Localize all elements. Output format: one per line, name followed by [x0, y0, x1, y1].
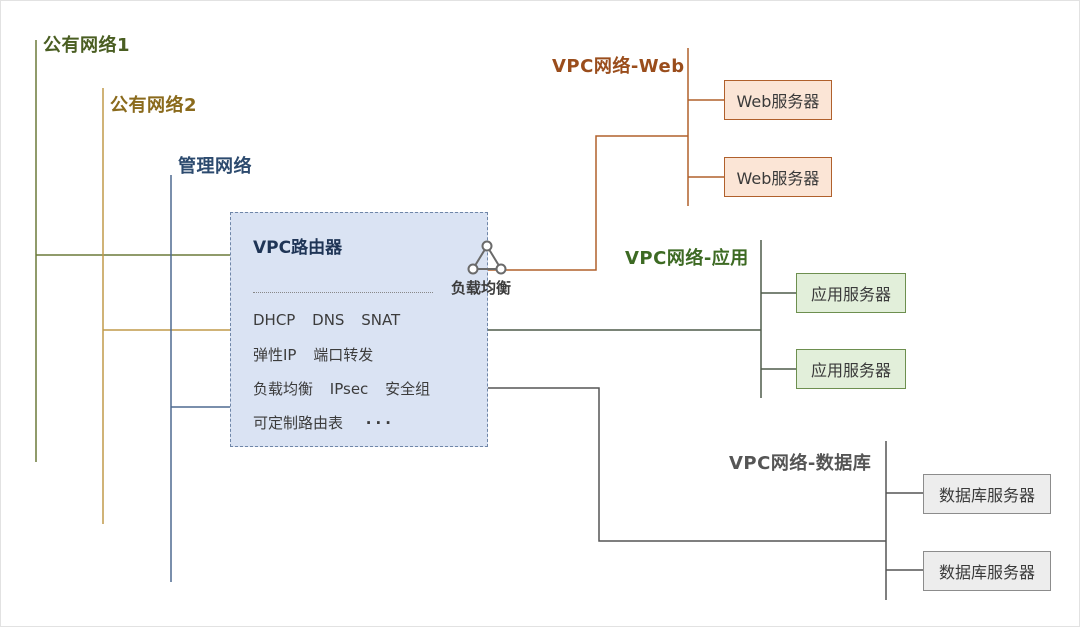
feature-ipsec: IPsec: [329, 380, 369, 398]
management-network-label: 管理网络: [178, 156, 252, 177]
feature-port-forwarding: 端口转发: [313, 346, 374, 364]
feature-load-balancing: 负载均衡: [253, 380, 314, 398]
app-server-1: 应用服务器: [796, 273, 906, 313]
router-features-row-2: 弹性IP 端口转发: [253, 344, 385, 365]
vpc-router-box: VPC路由器 DHCP DNS SNAT 弹性IP 端口转发 负载均衡 IPse…: [230, 212, 488, 447]
feature-dns: DNS: [312, 311, 345, 329]
router-features-row-1: DHCP DNS SNAT: [253, 311, 412, 329]
web-server-1: Web服务器: [724, 80, 832, 120]
feature-security-group: 安全组: [385, 380, 431, 398]
vpc-app-network-label: VPC网络-应用: [625, 248, 749, 269]
db-server-1: 数据库服务器: [923, 474, 1051, 514]
vpc-router-title: VPC路由器: [253, 238, 343, 258]
feature-snat: SNAT: [361, 311, 401, 329]
vpc-web-network-label: VPC网络-Web: [552, 56, 685, 77]
db-network-link: [488, 387, 886, 542]
web-network-link: [488, 135, 688, 271]
web-server-2: Web服务器: [724, 157, 832, 197]
db-server-2: 数据库服务器: [923, 551, 1051, 591]
public-network-1-label: 公有网络1: [43, 35, 131, 56]
feature-dhcp: DHCP: [253, 311, 296, 329]
feature-elastic-ip: 弹性IP: [253, 346, 297, 364]
vpc-router-separator: [253, 292, 433, 293]
public-network-2-label: 公有网络2: [110, 95, 198, 116]
router-features-row-4: 可定制路由表 ···: [253, 412, 407, 433]
vpc-db-network-label: VPC网络-数据库: [729, 453, 872, 474]
load-balancer-triangle-icon: [467, 240, 507, 275]
feature-custom-route-table: 可定制路由表: [253, 414, 344, 432]
app-server-2: 应用服务器: [796, 349, 906, 389]
router-features-row-3: 负载均衡 IPsec 安全组: [253, 378, 442, 399]
more-features-ellipsis: ···: [365, 414, 395, 432]
load-balancer-label: 负载均衡: [451, 279, 512, 297]
